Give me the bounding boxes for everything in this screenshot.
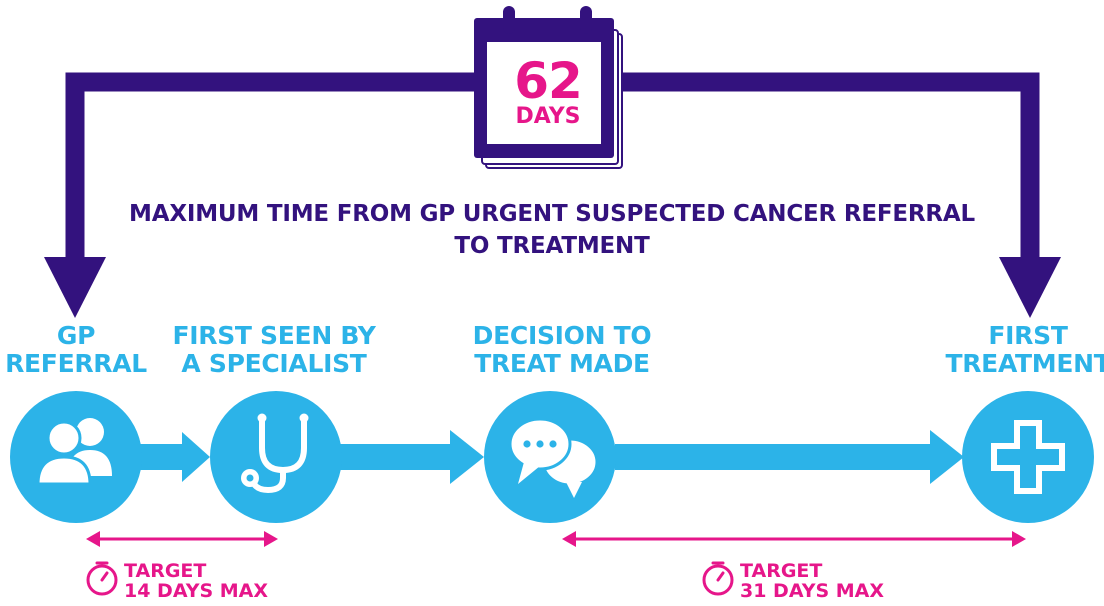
target-label-line: 14 DAYS MAX	[124, 579, 269, 602]
target-range-31-days	[562, 531, 1026, 547]
calendar-icon	[474, 6, 623, 169]
target-label-line: TARGET	[740, 560, 823, 582]
flow-arrows	[140, 430, 964, 484]
speech-bubbles-icon	[508, 417, 599, 498]
step-label-line: TREAT MADE	[474, 349, 650, 378]
step-label-line: FIRST	[988, 321, 1068, 350]
step-label-line: FIRST SEEN BY	[172, 321, 376, 350]
step-label-decision: DECISION TO TREAT MADE	[473, 322, 652, 378]
people-icon	[36, 418, 112, 486]
step-label-specialist: FIRST SEEN BY A SPECIALIST	[172, 322, 375, 378]
target-label-line: 31 DAYS MAX	[740, 579, 885, 602]
step-circle-specialist	[210, 391, 342, 523]
step-label-line: A SPECIALIST	[181, 349, 367, 378]
down-arrow-right	[999, 257, 1061, 318]
step-label-line: GP	[56, 321, 96, 350]
max-time-caption: MAXIMUM TIME FROM GP URGENT SUSPECTED CA…	[129, 198, 975, 262]
step-label-gp-referral: GP REFERRAL	[5, 322, 147, 378]
calendar-days-unit: DAYS	[515, 104, 581, 129]
step-label-treatment: FIRST TREATMENT	[945, 322, 1104, 378]
step-label-line: REFERRAL	[5, 349, 147, 378]
caption-line-1: MAXIMUM TIME FROM GP URGENT SUSPECTED CA…	[129, 201, 975, 227]
target-range-14-days	[86, 531, 278, 547]
target-label-line: TARGET	[124, 560, 207, 582]
target-31-days: TARGET 31 DAYS MAX	[740, 560, 885, 602]
caption-line-2: TO TREATMENT	[454, 233, 650, 260]
down-arrow-left	[44, 257, 106, 318]
step-label-line: TREATMENT	[945, 349, 1104, 378]
target-14-days: TARGET 14 DAYS MAX	[124, 560, 269, 602]
stethoscope-icon	[241, 413, 309, 494]
medical-cross-icon	[991, 420, 1065, 494]
step-label-line: DECISION TO	[472, 321, 652, 350]
calendar-days-number: 62	[514, 52, 583, 110]
stopwatch-icon	[86, 561, 118, 596]
step-circle-treatment	[962, 391, 1094, 523]
stopwatch-icon	[702, 561, 734, 596]
